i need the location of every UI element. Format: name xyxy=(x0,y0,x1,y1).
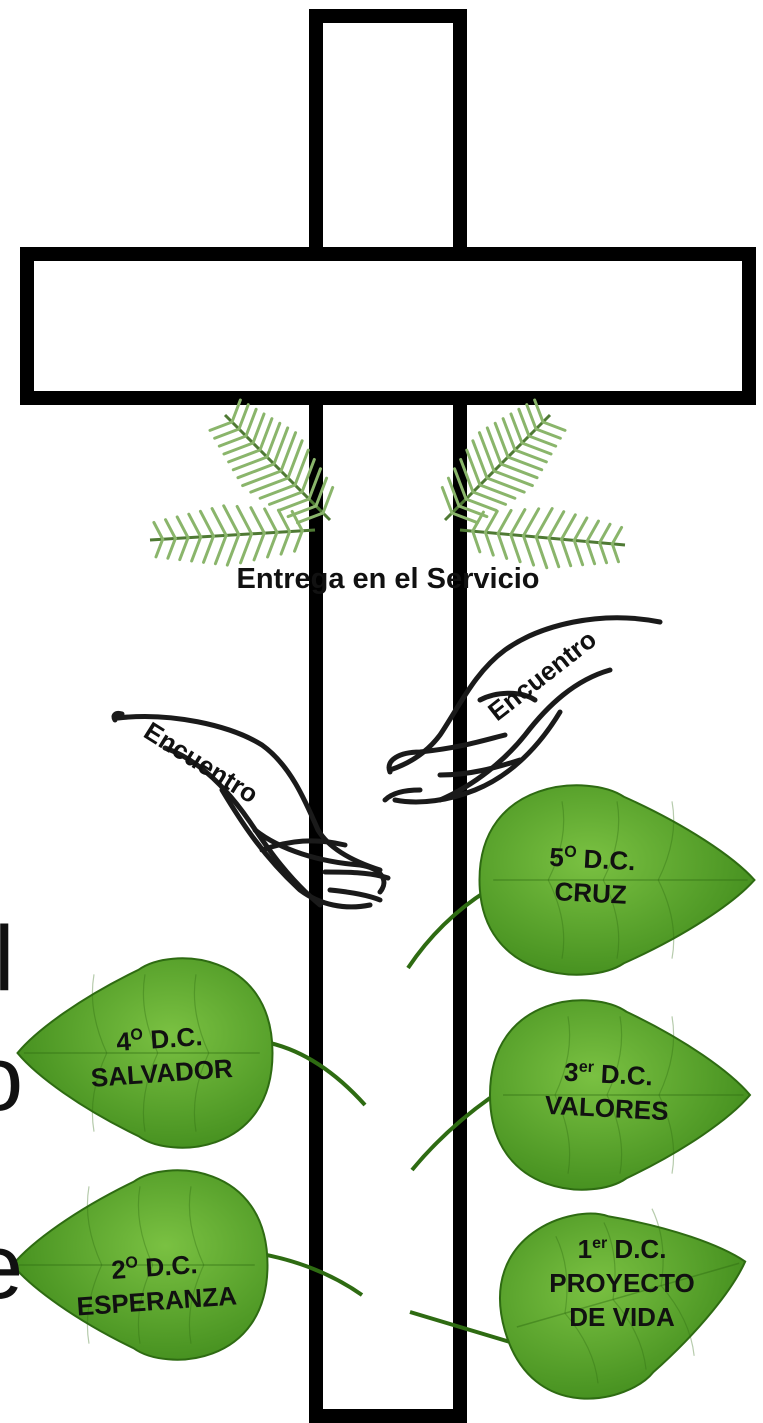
left-hand xyxy=(111,710,391,910)
right-hand xyxy=(382,615,663,805)
leaf-body xyxy=(16,957,274,1149)
palm-frond xyxy=(440,398,567,525)
leaf-stem xyxy=(410,1096,492,1172)
cross-vertical-beam xyxy=(309,9,467,1423)
edge-glyph-2: o xyxy=(0,1028,23,1130)
leaf-body xyxy=(498,1208,747,1400)
leaf-body xyxy=(478,784,756,976)
edge-glyph-3: e xyxy=(0,1216,23,1318)
leaves: 5O D.C.CRUZ 4O D.C.SALVADOR 3er D.C.VALORE… xyxy=(11,784,756,1400)
leaf-d5: 5O D.C.CRUZ xyxy=(406,784,756,976)
palm-frond xyxy=(208,398,335,525)
leaf-d4: 4O D.C.SALVADOR xyxy=(16,957,367,1149)
left-hand-label: Encuentro xyxy=(139,716,264,810)
leaf-label: 5O D.C.CRUZ xyxy=(547,842,636,910)
edge-glyph-1: l xyxy=(0,908,14,1010)
cross-center-cover xyxy=(324,262,452,390)
leaf-body xyxy=(11,1169,269,1361)
leaf-label: 3er D.C.VALORES xyxy=(544,1056,671,1126)
cross xyxy=(20,9,756,1423)
leaf-stem xyxy=(269,1041,367,1107)
leaf-body xyxy=(488,999,752,1191)
leaf-d3: 3er D.C.VALORES xyxy=(410,999,752,1191)
palm-frond xyxy=(149,504,316,567)
palm-frond xyxy=(459,507,626,570)
leaf-d2: 2O D.C.ESPERANZA xyxy=(11,1169,364,1361)
service-text: Entrega en el Servicio xyxy=(236,563,539,595)
palm-branches xyxy=(149,398,626,570)
leaf-stem xyxy=(406,888,490,970)
